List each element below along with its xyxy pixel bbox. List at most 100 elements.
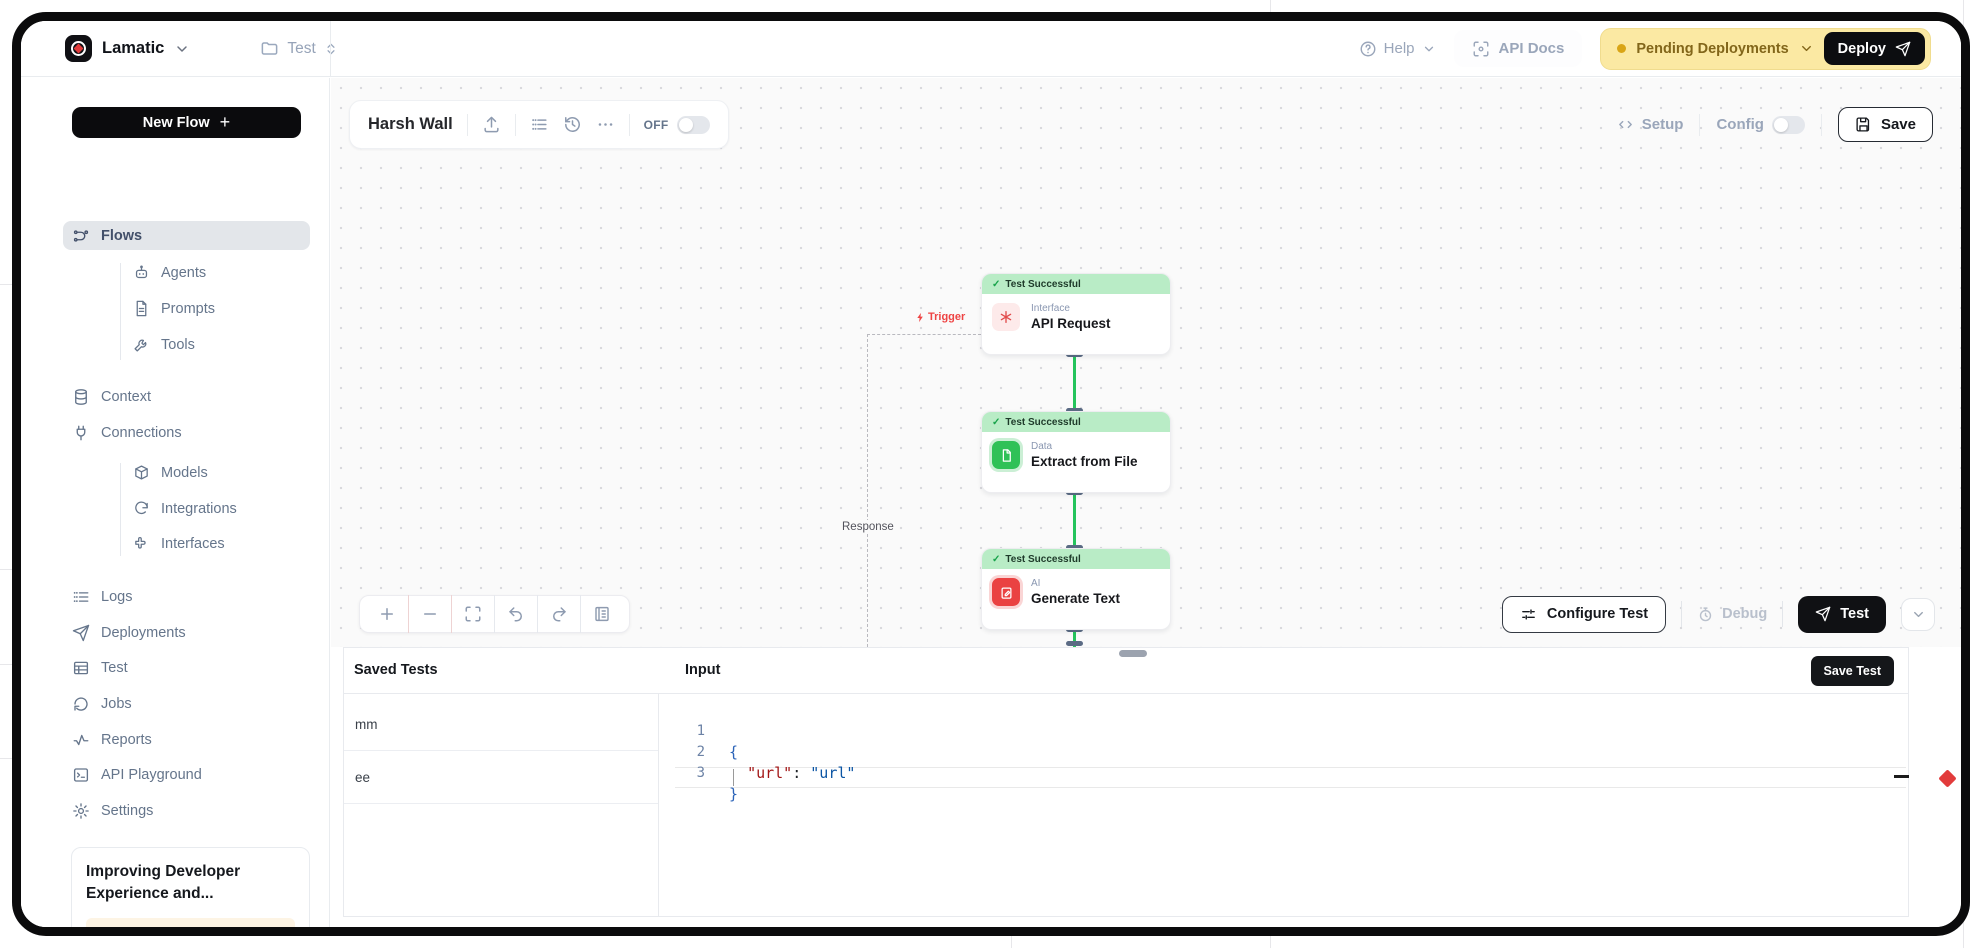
canvas-header-actions: Setup Config Save <box>1617 100 1933 149</box>
test-label: Test <box>1840 606 1869 622</box>
test-panel: Saved Tests Input Save Test mm ee 1 { <box>343 647 1909 917</box>
sidebar-item-label: Deployments <box>101 625 186 641</box>
node-api-request[interactable]: ✓ Test Successful Interface API Request <box>981 273 1171 355</box>
chevron-down-icon <box>177 45 188 52</box>
connector-handle[interactable] <box>1066 545 1083 550</box>
export-flow-button[interactable] <box>482 115 501 134</box>
sidebar-item-flows[interactable]: Flows <box>63 221 310 250</box>
node-generate-text[interactable]: ✓ Test Successful AI Generate Text <box>981 548 1171 630</box>
save-test-button[interactable]: Save Test <box>1810 656 1894 686</box>
code-token-value: "url" <box>810 764 856 782</box>
redo-button[interactable] <box>538 595 580 633</box>
project-selector[interactable]: Test <box>260 39 337 58</box>
starburst-icon <box>1000 311 1012 323</box>
node-title: Extract from File <box>1031 454 1138 469</box>
sidebar-item-prompts[interactable]: Prompts <box>133 300 215 317</box>
sidebar-item-label: Connections <box>101 425 182 441</box>
fit-view-button[interactable] <box>452 595 494 633</box>
divider <box>580 595 581 633</box>
test-icon <box>73 661 89 675</box>
sidebar-item-label: Tools <box>161 336 195 353</box>
chevron-down-icon <box>1424 46 1433 51</box>
flow-header-card: Harsh Wall OFF <box>349 100 729 149</box>
flow-enabled-toggle[interactable] <box>676 115 710 134</box>
api-docs-button[interactable]: API Docs <box>1453 30 1583 67</box>
check-icon: ✓ <box>992 553 1001 565</box>
saved-test-row-ee[interactable]: ee <box>344 752 658 804</box>
sidebar-item-api-playground[interactable]: API Playground <box>72 766 202 784</box>
sidebar-item-test[interactable]: Test <box>72 659 128 677</box>
panel-divider <box>658 694 659 917</box>
app-window: Lamatic Test Help API Docs <box>12 12 1970 936</box>
node-extract-from-file[interactable]: ✓ Test Successful Data Extract from File <box>981 411 1171 493</box>
sidebar-item-connections[interactable]: Connections <box>72 424 182 442</box>
connector-handle[interactable] <box>1066 408 1083 413</box>
interfaces-icon <box>135 537 146 549</box>
sidebar: New Flow + Flows Agents Prompts Tools <box>21 78 330 927</box>
sidebar-item-models[interactable]: Models <box>133 464 208 481</box>
more-options-button[interactable] <box>596 115 615 134</box>
deploy-button[interactable]: Deploy <box>1823 32 1925 65</box>
saved-tests-title: Saved Tests <box>354 662 438 678</box>
configure-test-button[interactable]: Configure Test <box>1501 595 1667 633</box>
pending-deployments-pill[interactable]: Pending Deployments Deploy <box>1600 27 1931 70</box>
edge-node2-node3 <box>1073 493 1076 548</box>
setup-button[interactable]: Setup <box>1617 116 1683 133</box>
sidebar-item-label: Prompts <box>161 300 215 317</box>
sidebar-item-label: Integrations <box>161 500 237 517</box>
sidebar-item-label: Interfaces <box>161 535 225 552</box>
sidebar-item-label: Models <box>161 464 208 481</box>
task-list-button[interactable] <box>530 115 549 134</box>
divider <box>494 595 495 633</box>
sidebar-item-logs[interactable]: Logs <box>72 588 132 606</box>
zoom-in-button[interactable] <box>366 595 408 633</box>
run-toolbar: Configure Test Debug Test <box>1501 595 1935 633</box>
divider <box>1681 601 1683 627</box>
debug-button[interactable]: Debug <box>1697 606 1767 623</box>
save-button[interactable]: Save <box>1837 107 1933 142</box>
zoom-out-button[interactable] <box>409 595 451 633</box>
save-label: Save <box>1880 116 1916 133</box>
sidebar-item-tools[interactable]: Tools <box>133 336 195 353</box>
saved-test-row-mm[interactable]: mm <box>344 699 658 751</box>
sidebar-item-reports[interactable]: Reports <box>72 731 152 749</box>
extract-file-icon <box>992 441 1020 469</box>
panel-resize-handle[interactable] <box>1119 650 1147 657</box>
flow-canvas[interactable]: Harsh Wall OFF <box>331 78 1961 647</box>
divider <box>451 595 452 633</box>
notes-button[interactable] <box>581 595 623 633</box>
integrations-icon <box>135 501 148 515</box>
sidebar-item-integrations[interactable]: Integrations <box>133 500 237 517</box>
api-docs-icon <box>1473 41 1488 56</box>
sidebar-item-agents[interactable]: Agents <box>133 264 206 281</box>
response-edge <box>867 334 868 647</box>
config-toggle[interactable] <box>1771 115 1805 134</box>
indent-guide <box>733 769 734 786</box>
node-status-badge: ✓ Test Successful <box>982 549 1170 569</box>
panel-header: Saved Tests Input Save Test <box>344 648 1908 694</box>
divider <box>1820 113 1822 136</box>
workspace-switcher[interactable]: Lamatic <box>21 35 190 62</box>
api-playground-icon <box>73 768 89 782</box>
undo-button[interactable] <box>495 595 537 633</box>
stopwatch-icon <box>1699 606 1712 621</box>
canvas-zoom-toolbar <box>359 595 630 633</box>
sidebar-item-deployments[interactable]: Deployments <box>72 624 186 642</box>
new-flow-button[interactable]: New Flow + <box>72 107 301 138</box>
connector-handle[interactable] <box>1066 641 1083 646</box>
test-options-button[interactable] <box>1901 597 1935 631</box>
sidebar-item-interfaces[interactable]: Interfaces <box>133 535 225 552</box>
sidebar-item-label: API Playground <box>101 767 202 783</box>
version-history-button[interactable] <box>563 115 582 134</box>
sidebar-item-settings[interactable]: Settings <box>72 802 153 820</box>
sidebar-item-jobs[interactable]: Jobs <box>72 695 132 713</box>
top-bar: Lamatic Test Help API Docs <box>21 21 1961 77</box>
test-button[interactable]: Test <box>1798 595 1886 633</box>
sliders-icon <box>1522 608 1535 620</box>
pending-status-dot <box>1617 44 1627 53</box>
promo-card[interactable]: Improving Developer Experience and... La… <box>71 847 310 927</box>
undo-icon <box>509 607 522 622</box>
help-menu[interactable]: Help <box>1359 40 1436 58</box>
input-json-editor[interactable]: 1 { 2 "url": "url" 3 } <box>659 694 1909 917</box>
sidebar-item-context[interactable]: Context <box>72 388 151 406</box>
